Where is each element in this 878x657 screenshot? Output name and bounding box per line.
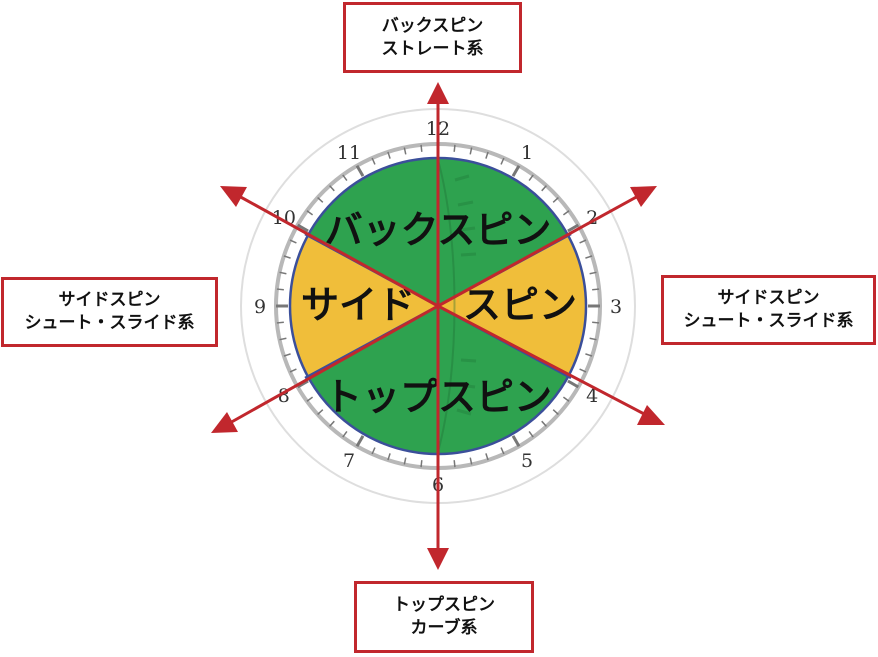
clock-tick <box>306 210 314 216</box>
clock-tick <box>567 223 580 233</box>
clock-number-11: 11 <box>337 142 361 164</box>
clock-tick <box>562 396 570 402</box>
segment-left-yellow <box>290 234 438 378</box>
clock-tick <box>589 271 597 275</box>
clock-tick <box>296 223 309 233</box>
clock-tick <box>541 420 547 427</box>
label-box-top: バックスピン ストレート系 <box>343 2 522 73</box>
clock-tick <box>469 457 473 465</box>
clock-tick <box>469 147 473 155</box>
clock-number-3: 3 <box>610 296 622 318</box>
clock-tick <box>387 151 391 159</box>
clock-tick <box>500 447 505 455</box>
label-left-line2: シュート・スライド系 <box>24 313 195 333</box>
clock-tick <box>585 353 593 357</box>
clock-tick <box>585 255 593 259</box>
label-box-bottom: トップスピン カーブ系 <box>354 581 534 653</box>
arrow-downleft-head <box>211 412 238 433</box>
clock-ticks <box>276 144 600 468</box>
clock-tick <box>552 197 559 203</box>
clock-tick <box>453 460 456 468</box>
clock-tick <box>403 457 407 465</box>
label-box-left: サイドスピン シュート・スライド系 <box>1 277 218 347</box>
clock-tick <box>355 435 365 448</box>
segment-label-left: サイド <box>301 283 415 327</box>
arrows <box>211 82 665 570</box>
label-box-right: サイドスピン シュート・スライド系 <box>661 275 876 345</box>
clock-tick <box>329 420 335 427</box>
clock-number-7: 7 <box>343 450 355 472</box>
arrow-downright-head <box>637 405 665 425</box>
clock-tick <box>283 353 291 357</box>
label-right-line2: シュート・スライド系 <box>683 311 854 331</box>
clock-tick <box>387 453 391 461</box>
clock-tick <box>279 271 287 275</box>
clock-number-4: 4 <box>586 385 598 407</box>
clock-tick <box>276 288 284 291</box>
clock-tick <box>485 151 489 159</box>
clock-tick <box>420 460 423 468</box>
clock-tick <box>511 164 521 177</box>
clock-tick <box>276 321 284 324</box>
arrow-down-head <box>427 548 449 570</box>
clock-tick <box>371 157 376 165</box>
clock-tick <box>552 409 559 415</box>
clock-tick <box>317 409 324 415</box>
ball-seam <box>437 159 456 453</box>
label-top-line1: バックスピン <box>381 15 484 36</box>
arrow-downright-line <box>437 304 649 418</box>
clock-tick <box>567 379 580 389</box>
clock-tick <box>342 430 348 438</box>
clock-number-1: 1 <box>521 142 533 164</box>
clock-tick <box>283 255 291 259</box>
clock-tick <box>592 321 600 324</box>
clock-tick <box>562 210 570 216</box>
clock-number-5: 5 <box>521 450 533 472</box>
clock-tick <box>306 396 314 402</box>
clock-tick <box>511 435 521 448</box>
arrow-upleft-head <box>220 186 247 207</box>
clock-tick <box>579 368 587 373</box>
clock-tick <box>592 288 600 291</box>
arrow-upright-head <box>630 186 657 207</box>
clock-tick <box>528 174 534 182</box>
clock-tick <box>279 337 287 341</box>
clock-tick <box>541 185 547 192</box>
clock-tick <box>289 368 297 373</box>
segment-label-right: スピン <box>463 283 577 327</box>
clock-tick <box>371 447 376 455</box>
clock-tick <box>289 239 297 244</box>
segment-right-yellow <box>438 234 586 378</box>
clock-number-9: 9 <box>254 296 266 318</box>
clock-tick <box>485 453 489 461</box>
clock-tick <box>329 185 335 192</box>
clock-tick <box>589 337 597 341</box>
clock-numbers: 121234567891011 <box>254 118 622 496</box>
clock-tick <box>317 197 324 203</box>
clock-tick <box>528 430 534 438</box>
label-left-line1: サイドスピン <box>58 290 161 310</box>
clock-tick <box>420 144 423 152</box>
arrow-upright-line <box>437 193 641 308</box>
clock-tick <box>579 239 587 244</box>
clock-tick <box>296 379 309 389</box>
label-bottom-line1: トップスピン <box>393 595 495 615</box>
clock-tick <box>403 147 407 155</box>
label-bottom-line2: カーブ系 <box>410 618 478 638</box>
label-top-line2: ストレート系 <box>381 38 484 59</box>
arrow-up-head <box>427 82 449 104</box>
clock-tick <box>342 174 348 182</box>
arrow-downleft-line <box>227 304 439 426</box>
label-right-line1: サイドスピン <box>717 288 820 308</box>
clock-tick <box>500 157 505 165</box>
arrow-upleft-line <box>236 193 439 308</box>
clock-tick <box>355 164 365 177</box>
ball-stitches <box>454 174 477 416</box>
clock-tick <box>453 144 456 152</box>
